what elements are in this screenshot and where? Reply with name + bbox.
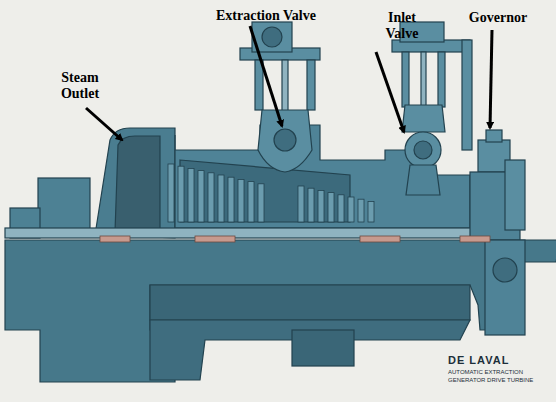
part-label: Extraction Valve [196,8,336,24]
brand-name: DE LAVAL [448,352,548,368]
leader-arrows [86,26,492,140]
poster-subtitle: AUTOMATIC EXTRACTION GENERATOR DRIVE TUR… [448,368,548,384]
part-label: Governor [460,10,536,26]
part-label: Steam Outlet [44,70,116,102]
part-label: Inlet Valve [372,10,432,42]
